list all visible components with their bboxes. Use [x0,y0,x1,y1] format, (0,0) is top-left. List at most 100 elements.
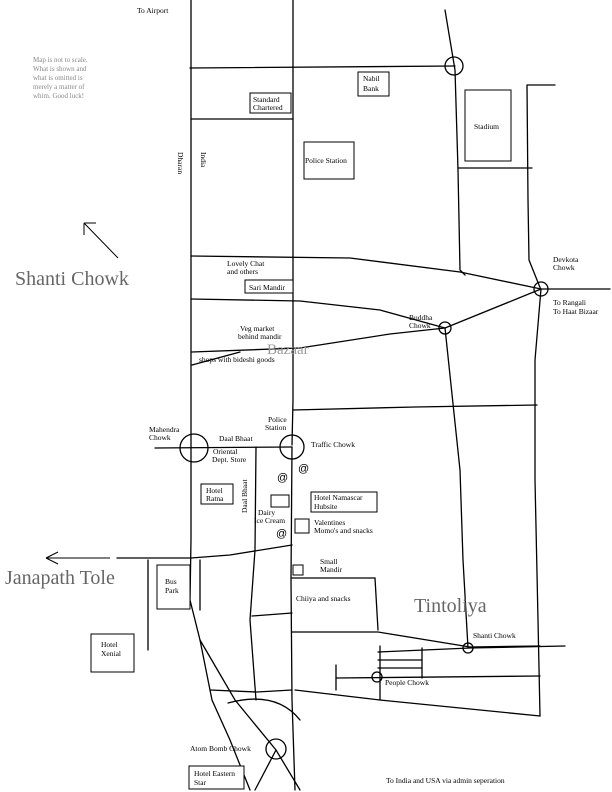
at-symbol-1: @ [298,463,309,475]
roads [116,0,611,791]
road-people-chowk [335,675,541,679]
hotel-ratna-label-1: Hotel [206,486,223,495]
direction-arrows [45,222,119,565]
valentines-label-2: Momo's and snacks [314,526,373,535]
chowk-devkota-circle [533,281,549,297]
chowk-traffic-circle [279,434,305,460]
daal-bhaat-side-label: Daal Bhaat [240,479,249,513]
hotel-eastern-star-label-1: Hotel Eastern [194,769,235,778]
road-tintoliya-vertical [444,327,469,649]
chowk-shanti-circle [462,642,474,654]
janapath-tole-area-label: Janapath Tole [5,567,115,589]
at-symbol-3: @ [276,528,287,540]
road-lower-4 [377,659,423,669]
note-line-1: Map is not to scale. [33,56,88,64]
police-station-small-label-2: Station [265,423,287,432]
traffic-chowk-label: Traffic Chowk [311,440,355,449]
buddha-chowk-label-2: Chowk [409,321,431,330]
standard-chartered-label-1: Standard [253,95,280,104]
note-line-5: whim. Good luck! [33,92,84,100]
india-road-label: India [199,152,208,168]
dairy-label-2: Ice Cream [254,516,285,525]
note-line-4: merely a matter of [33,83,85,91]
road-atom-bomb [199,639,301,791]
arrow-northwest-icon [83,222,119,259]
daal-bhaat-label: Daal Bhaat [219,434,253,443]
road-mahendra-traffic [154,446,293,449]
buildings [90,71,512,790]
small-mandir-label-1: Small [320,557,338,566]
road-far-east [526,84,556,291]
bus-park-box [156,564,191,610]
road-lower-6 [294,689,541,717]
people-chowk-label: People Chowk [385,678,429,687]
to-airport-label: To Airport [137,6,169,15]
note-line-2: What is shown and [33,65,87,73]
mahendra-chowk-label-1: Mahendra [149,425,180,434]
tintoliya-area-label: Tintoliya [414,595,487,617]
road-atom-curve [227,698,301,791]
shanti-chowk-label: Shanti Chowk [473,631,516,640]
at-symbol-2: @ [277,472,288,484]
to-india-usa-label: To India and USA via admin seperation [386,776,505,785]
buddha-chowk-label-1: Buddha [409,313,433,322]
valentines-box [294,518,310,534]
chowk-people-circle [371,671,383,683]
devkota-chowk-label-1: Devkota [553,255,579,264]
oriental-label-2: Dept. Store [212,455,247,464]
chowks [179,56,549,760]
nabil-bank-box [357,71,390,97]
chowk-mahendra-circle [179,433,209,463]
road-buddha-devkota [444,288,542,329]
bus-park-label-1: Bus [165,577,177,586]
hotel-eastern-star-box [188,765,245,790]
veg-market-label-2: behind mandir [238,332,282,341]
veg-market-label-1: Veg market [240,324,275,333]
small-mandir-box [292,564,304,576]
road-lower-2 [291,631,541,648]
road-shanti-chowk [377,645,566,653]
hotel-xenial-label-2: Xenial [101,649,121,658]
atom-bomb-chowk-label: Atom Bomb Chowk [190,744,251,753]
nabil-bank-label-2: Bank [363,84,379,93]
road-small-mandir [291,577,379,631]
road-sari-mandir [190,298,446,329]
shanti-chowk-area-label: Shanti Chowk [15,268,129,290]
sari-mandir-box [244,279,294,294]
hotel-ratna-box [200,483,234,505]
hotel-ratna-label-2: Ratna [206,494,224,503]
road-east-1 [444,9,466,276]
nabil-bank-label-1: Nabil [363,74,380,83]
to-rangali-label: To Rangali [553,298,586,307]
road-janapath [116,544,293,559]
bideshi-label: shops with bideshi goods [199,355,275,364]
hotel-namascar-label-1: Hotel Namascar [314,493,363,502]
stadium-label: Stadium [474,122,499,131]
labels: To Airport Map is not to scale. What is … [5,6,599,787]
chowk-buddha-circle [438,321,452,335]
devkota-chowk-label-2: Chowk [553,263,575,272]
lovely-chat-label-2: and others [227,267,258,276]
road-daal-bhaat [249,446,257,701]
chowk-atom-bomb-circle [265,738,287,760]
road-central-horizontal [292,404,538,411]
road-bideshi [191,351,241,366]
road-lower-7 [209,689,293,693]
arrow-west-icon [45,551,110,565]
dharan-road-label: Dharan [176,152,185,174]
hotel-namascar-label-2: Hubsite [314,502,338,511]
bus-park-label-2: Park [165,586,179,595]
standard-chartered-label-2: Chartered [253,103,283,112]
mahendra-chowk-label-2: Chowk [149,433,171,442]
hotel-eastern-star-label-2: Star [194,778,207,787]
road-veg-market [191,327,446,353]
police-station-label: Police Station [305,156,347,165]
note-line-3: what is omitted is [33,74,83,82]
to-haat-bizaar-label: To Haat Bizaar [553,307,599,316]
dairy-box [270,494,290,508]
valentines-label-1: Valentines [314,518,345,527]
chiiya-label: Chiiya and snacks [296,594,351,603]
road-far-east-vertical [534,288,542,717]
road-traffic-south [290,446,296,791]
